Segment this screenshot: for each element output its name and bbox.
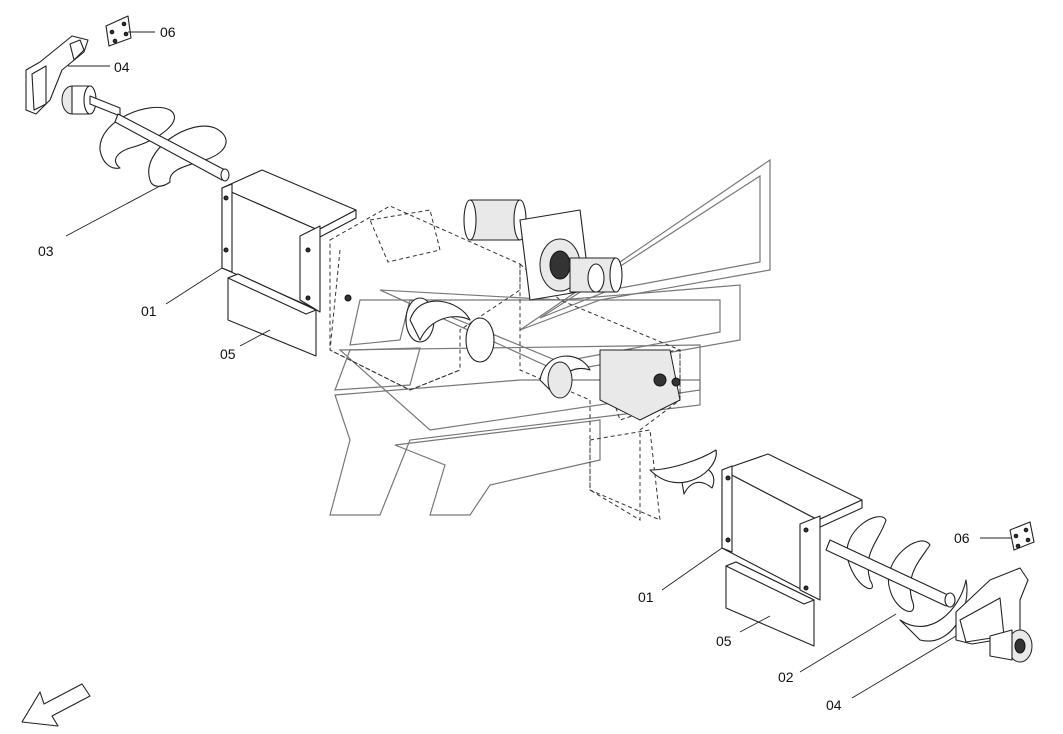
bracket-plate-06-top	[105, 15, 132, 47]
callout-01-right: 01	[638, 589, 654, 605]
callout-05-left: 05	[220, 346, 236, 362]
callout-06-top: 06	[160, 24, 176, 40]
central-gearbox-assembly	[329, 199, 717, 521]
callout-04-right: 04	[826, 697, 842, 713]
leader-lines	[65, 31, 1012, 699]
callout-05-right: 05	[716, 633, 732, 649]
top-left-assembly	[25, 15, 230, 187]
housing-01-right	[721, 453, 863, 601]
callout-04-top: 04	[114, 59, 130, 75]
callout-02-right: 02	[778, 669, 794, 685]
direction-arrow-icon	[21, 683, 91, 727]
callout-06-right: 06	[954, 530, 970, 546]
bracket-plate-06-right	[1009, 521, 1035, 551]
auger-flight-02	[846, 516, 887, 590]
callout-03-left: 03	[38, 243, 54, 259]
right-auger-assembly	[825, 516, 1035, 663]
housing-01-left	[221, 169, 357, 313]
callout-01-left: 01	[141, 303, 157, 319]
